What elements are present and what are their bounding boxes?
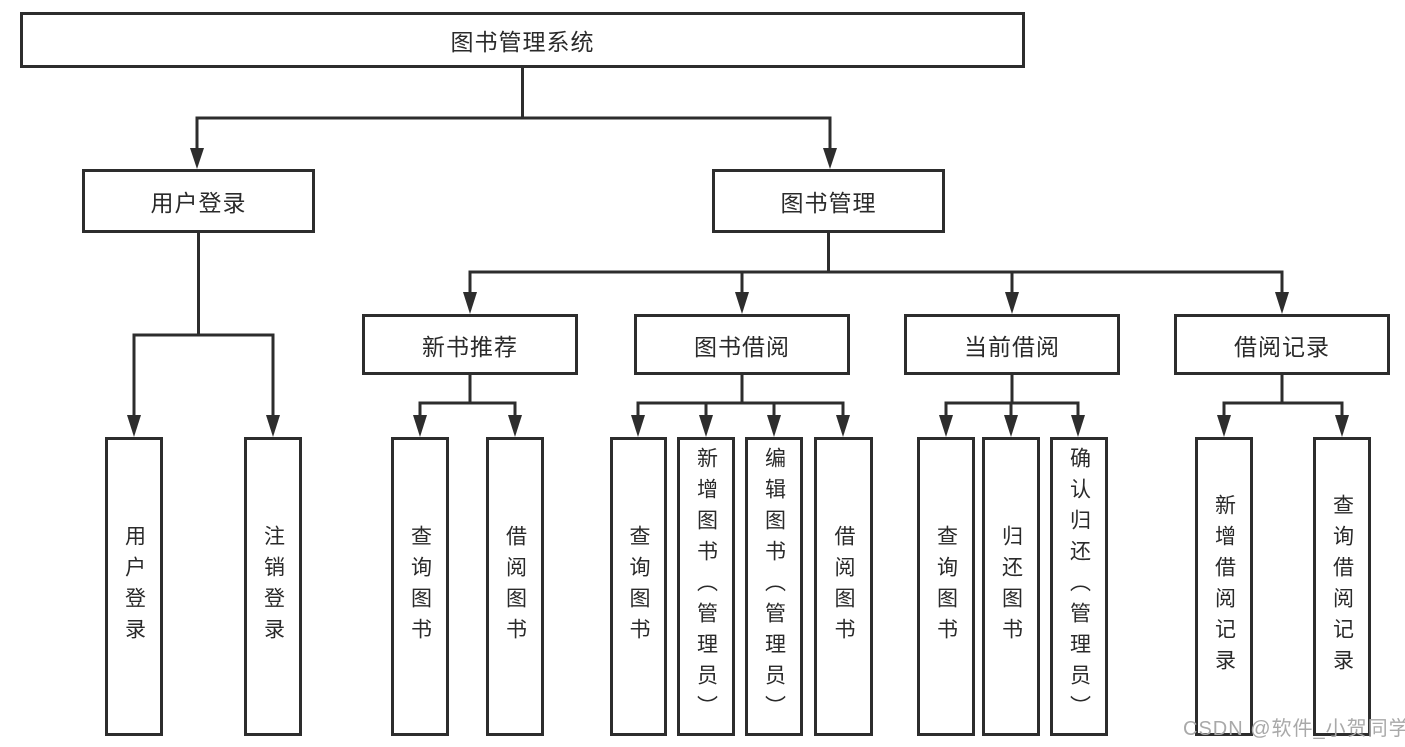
leaf-return-books: 归还图书 [982, 437, 1040, 736]
node-borrowing-records: 借阅记录 [1174, 314, 1390, 375]
leaf-user-login: 用户登录 [105, 437, 163, 736]
node-root-system: 图书管理系统 [20, 12, 1025, 68]
leaf-borrow-books-borrowing: 借阅图书 [814, 437, 873, 736]
leaf-borrow-books-recommend-label: 借阅图书 [503, 524, 527, 649]
node-borrowing-records-label: 借阅记录 [1234, 333, 1330, 360]
leaf-confirm-return-admin-label: 确认归还（管理员） [1067, 447, 1091, 726]
leaf-user-login-label: 用户登录 [122, 524, 146, 649]
leaf-confirm-return-admin: 确认归还（管理员） [1050, 437, 1108, 736]
leaf-add-borrow-record-label: 新增借阅记录 [1212, 493, 1236, 680]
leaf-query-borrow-record: 查询借阅记录 [1313, 437, 1371, 736]
leaf-add-borrow-record: 新增借阅记录 [1195, 437, 1253, 736]
node-root-system-label: 图书管理系统 [450, 29, 595, 55]
arrowheads [127, 148, 1349, 437]
node-book-borrowing-label: 图书借阅 [694, 333, 790, 360]
node-new-book-recommend-label: 新书推荐 [422, 333, 518, 360]
node-book-management: 图书管理 [712, 169, 945, 233]
leaf-query-books-borrowing: 查询图书 [610, 437, 667, 736]
leaf-query-books-current-label: 查询图书 [934, 524, 958, 649]
leaf-add-book-admin-label: 新增图书（管理员） [694, 447, 718, 726]
leaf-edit-book-admin: 编辑图书（管理员） [745, 437, 803, 736]
leaf-edit-book-admin-label: 编辑图书（管理员） [762, 447, 786, 726]
node-user-login: 用户登录 [82, 169, 315, 233]
node-current-borrowing-label: 当前借阅 [964, 333, 1060, 360]
node-new-book-recommend: 新书推荐 [362, 314, 578, 375]
node-user-login-label: 用户登录 [150, 190, 247, 216]
leaf-query-borrow-record-label: 查询借阅记录 [1330, 493, 1354, 680]
leaf-query-books-current: 查询图书 [917, 437, 975, 736]
node-current-borrowing: 当前借阅 [904, 314, 1120, 375]
leaf-logout-label: 注销登录 [261, 524, 285, 649]
leaf-borrow-books-recommend: 借阅图书 [486, 437, 544, 736]
leaf-borrow-books-borrowing-label: 借阅图书 [832, 524, 855, 649]
node-book-borrowing: 图书借阅 [634, 314, 850, 375]
node-book-management-label: 图书管理 [780, 190, 877, 216]
leaf-return-books-label: 归还图书 [999, 524, 1023, 649]
leaf-query-books-recommend-label: 查询图书 [408, 524, 432, 649]
csdn-watermark: CSDN @软件_小贺同学 [1183, 718, 1405, 740]
leaf-logout: 注销登录 [244, 437, 302, 736]
leaf-query-books-borrowing-label: 查询图书 [627, 524, 650, 649]
leaf-query-books-recommend: 查询图书 [391, 437, 449, 736]
leaf-add-book-admin: 新增图书（管理员） [677, 437, 735, 736]
